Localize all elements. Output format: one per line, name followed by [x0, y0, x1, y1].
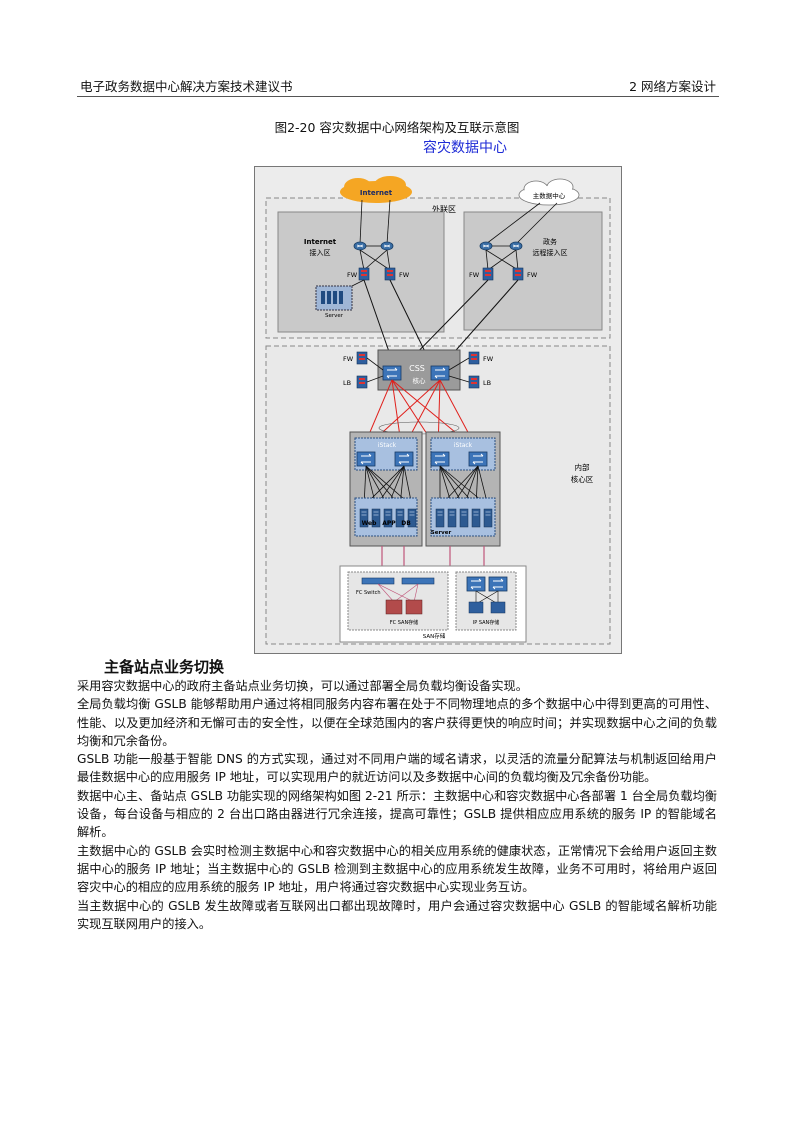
ip-san-label: IP SAN存储 — [473, 619, 500, 626]
fw-label: FW — [527, 271, 538, 279]
internet-cloud — [340, 176, 412, 203]
db-label: DB — [401, 520, 411, 527]
server-icon — [483, 508, 493, 528]
firewall-icon — [482, 267, 494, 281]
fw-label: FW — [343, 355, 354, 363]
css-label: CSS — [409, 364, 425, 373]
header-doc-title: 电子政务数据中心解决方案技术建议书 — [80, 79, 293, 94]
fw-label: FW — [399, 271, 410, 279]
fw-label: FW — [347, 271, 358, 279]
inner-core-sublabel: 核心区 — [571, 474, 594, 484]
outer-zone-label: 外联区 — [432, 204, 456, 214]
router-icon — [479, 241, 493, 251]
server-icon — [435, 508, 445, 528]
ip-switch-icon — [488, 576, 508, 592]
paragraph: GSLB 功能一般基于智能 DNS 的方式实现，通过对不同用户端的域名请求，以灵… — [77, 752, 717, 785]
internet-access-label: Internet — [304, 238, 337, 246]
ip-switch-icon — [466, 576, 486, 592]
internet-access-sublabel: 接入区 — [310, 248, 331, 257]
router-icon — [509, 241, 523, 251]
page-header: 电子政务数据中心解决方案技术建议书 2 网络方案设计 — [77, 78, 719, 97]
fc-san-label: FC SAN存储 — [390, 619, 418, 626]
server-icon — [321, 291, 343, 304]
gov-access-sublabel: 远程接入区 — [533, 248, 568, 257]
main-dc-cloud-label: 主数据中心 — [533, 191, 566, 200]
router-icon — [380, 241, 394, 251]
network-diagram: 外联区 Internet 接入区 政务 远程接入区 Internet 主数据中心 — [254, 166, 622, 654]
firewall-icon — [384, 267, 396, 281]
access-switch-icon — [394, 451, 414, 467]
san-storage-label: SAN存储 — [423, 632, 446, 640]
internet-cloud-label: Internet — [360, 189, 393, 197]
fc-switch-label: FC Switch — [356, 590, 381, 596]
storage-icon — [468, 601, 506, 614]
access-switch-icon — [468, 451, 488, 467]
server-right-label: Server — [431, 530, 452, 536]
fw-label: FW — [483, 355, 494, 363]
lb-label: LB — [343, 379, 351, 387]
router-icon — [353, 241, 367, 251]
main-dc-cloud — [518, 178, 580, 206]
paragraph: 采用容灾数据中心的政府主备站点业务切换，可以通过部署全局负载均衡设备实现。 — [77, 679, 528, 693]
access-switch-icon — [430, 451, 450, 467]
body-text: 采用容灾数据中心的政府主备站点业务切换，可以通过部署全局负载均衡设备实现。 全局… — [77, 677, 717, 933]
core-switch-icon — [382, 365, 402, 381]
app-label: APP — [382, 520, 396, 527]
lb-label: LB — [483, 379, 491, 387]
fw-label: FW — [469, 271, 480, 279]
paragraph: 主数据中心的 GSLB 会实时检测主数据中心和容灾数据中心的相关应用系统的健康状… — [77, 843, 717, 895]
access-switch-icon — [356, 451, 376, 467]
server-icon — [447, 508, 457, 528]
core-switch-icon — [430, 365, 450, 381]
firewall-icon — [468, 351, 480, 365]
istack-right-label: iStack — [454, 442, 473, 449]
gov-access-label: 政务 — [543, 237, 557, 246]
figure-caption: 图2-20 容灾数据中心网络架构及互联示意图 — [274, 120, 520, 135]
paragraph: 全局负载均衡 GSLB 能够帮助用户通过将相同服务内容布署在处于不同物理地点的多… — [77, 697, 717, 748]
storage-icon — [385, 599, 423, 615]
istack-left-label: iStack — [378, 442, 397, 449]
load-balancer-icon — [356, 375, 368, 389]
inner-core-label: 内部 — [575, 462, 590, 472]
load-balancer-icon — [468, 375, 480, 389]
firewall-icon — [356, 351, 368, 365]
paragraph: 数据中心主、备站点 GSLB 功能实现的网络架构如图 2-21 所示：主数据中心… — [77, 788, 717, 840]
web-label: Web — [362, 520, 377, 527]
core-label: 核心 — [413, 376, 427, 385]
header-chapter: 2 网络方案设计 — [629, 79, 716, 94]
firewall-icon — [358, 267, 370, 281]
server-icon — [459, 508, 469, 528]
figure-title: 容灾数据中心 — [423, 140, 507, 156]
firewall-icon — [512, 267, 524, 281]
section-title: 主备站点业务切换 — [104, 658, 225, 676]
server-small-label: Server — [325, 313, 344, 319]
server-icon — [471, 508, 481, 528]
paragraph: 当主数据中心的 GSLB 发生故障或者互联网出口都出现故障时，用户会通过容灾数据… — [77, 898, 717, 931]
